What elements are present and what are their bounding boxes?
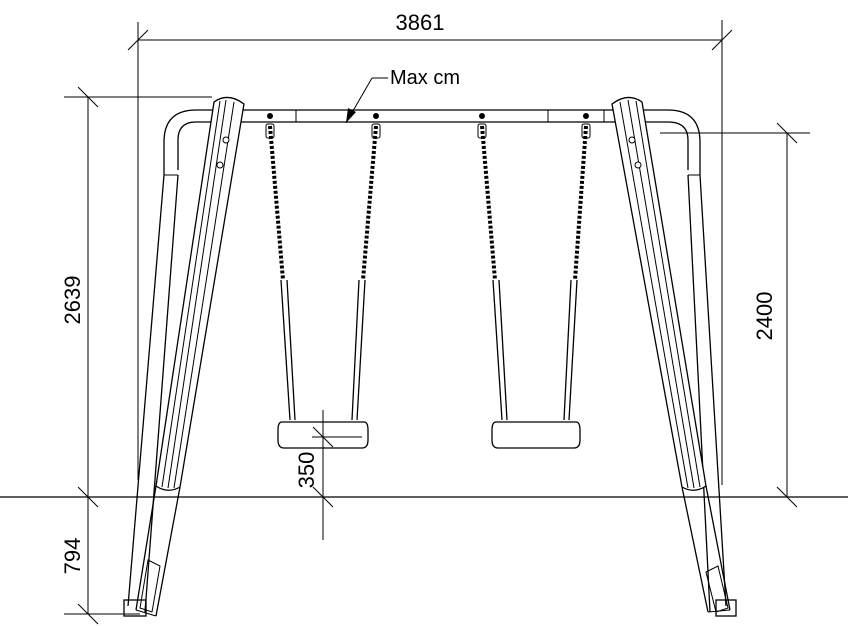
beam-label: Max cm: [345, 67, 460, 124]
width-value: 3861: [396, 10, 445, 35]
seat-height-value: 350: [294, 452, 319, 489]
foundation-dimension: 794: [60, 497, 140, 625]
beam-label-text: Max cm: [390, 67, 460, 89]
total-height-value: 2639: [60, 276, 85, 325]
beam-height-value: 2400: [752, 292, 777, 341]
right-swing: [477, 123, 591, 449]
right-frame: [611, 96, 737, 617]
foundation-value: 794: [60, 538, 85, 575]
seat-height-dimension: 350: [294, 410, 362, 540]
beam-height-dimension: 2400: [660, 122, 810, 508]
width-dimension: 3861: [127, 10, 733, 485]
left-frame: [123, 96, 245, 617]
left-swing: [265, 123, 381, 449]
